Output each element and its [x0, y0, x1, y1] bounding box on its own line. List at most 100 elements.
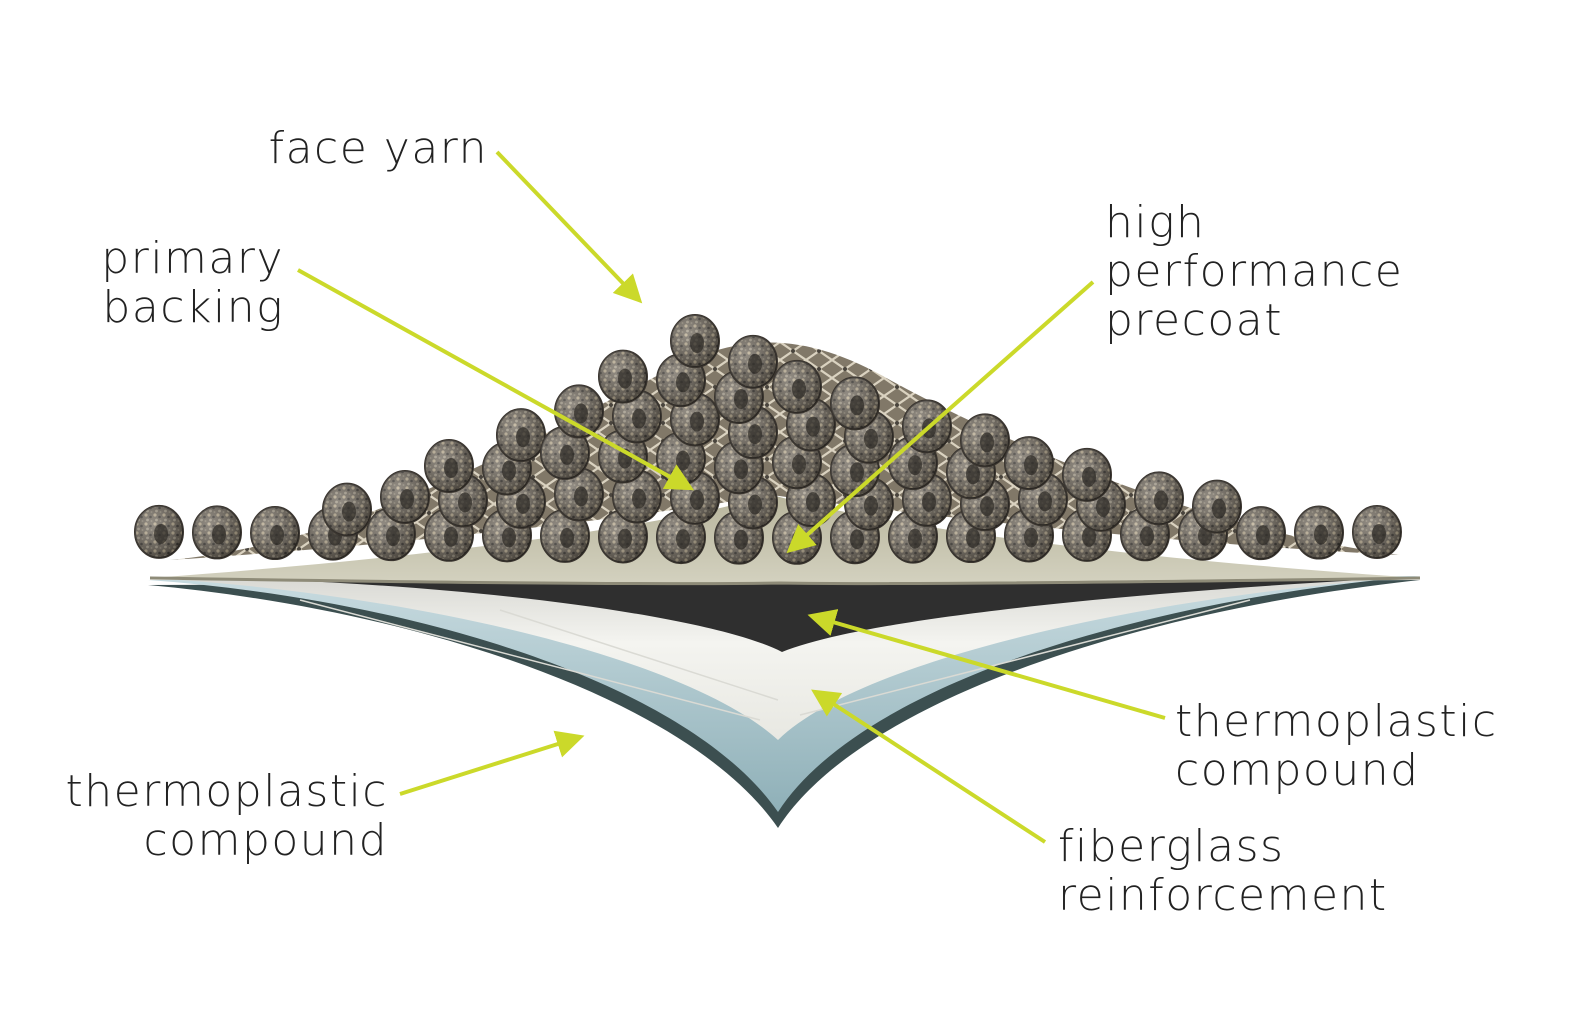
label-fiberglass-line-1: fiberglass [1058, 821, 1285, 872]
face-yarn-loops [134, 314, 1402, 565]
yarn-loop [366, 469, 430, 562]
yarn-twist-gap [980, 432, 994, 453]
yarn-twist-gap [676, 450, 690, 471]
yarn-twist-gap [966, 464, 980, 485]
yarn-twist-gap [734, 529, 748, 550]
yarn-twist-gap [386, 526, 400, 547]
yarn-twist-gap [270, 525, 284, 546]
yarn-twist-gap [444, 458, 458, 479]
label-thermo-right-line-2: compound [1175, 745, 1420, 796]
label-thermoplastic-compound-left: thermoplastic compound [20, 767, 388, 865]
yarn-twist-gap [1024, 527, 1038, 548]
yarn-loop [1120, 471, 1184, 562]
thermoplastic-right-arrow [807, 609, 1166, 720]
label-face-yarn-line-1: face yarn [268, 123, 488, 174]
label-thermo-left-line-2: compound [143, 815, 388, 866]
label-precoat-line-3: precoat [1105, 295, 1283, 346]
yarn-twist-gap [806, 416, 820, 437]
yarn-twist-gap [748, 353, 762, 374]
yarn-twist-gap [676, 372, 690, 393]
yarn-twist-gap [1140, 526, 1154, 547]
yarn-loop [1294, 505, 1344, 560]
yarn-loop [192, 505, 242, 560]
yarn-twist-gap [516, 493, 530, 514]
fiberglass-arrow [811, 689, 1047, 844]
yarn-twist-gap [458, 492, 472, 513]
yarn-twist-gap [922, 491, 936, 512]
yarn-loop [540, 384, 604, 563]
yarn-twist-gap [850, 529, 864, 550]
yarn-twist-gap [618, 528, 632, 549]
yarn-twist-gap [690, 333, 704, 354]
label-fiberglass-reinforcement: fiberglass reinforcement [1058, 822, 1438, 920]
yarn-twist-gap [1096, 496, 1110, 517]
thermoplastic-left-arrow [399, 730, 585, 796]
yarn-twist-gap [444, 526, 458, 547]
yarn-loop [772, 359, 836, 565]
yarn-loop [1236, 506, 1286, 561]
label-primary-backing-line-2: backing [102, 282, 284, 333]
yarn-twist-gap [734, 388, 748, 409]
yarn-twist-gap [966, 528, 980, 549]
yarn-twist-gap [632, 408, 646, 429]
yarn-loop [946, 413, 1010, 564]
precoat-arrow [786, 280, 1095, 554]
yarn-twist-gap [1372, 523, 1386, 544]
label-high-performance-precoat: high performance precoat [1105, 198, 1445, 345]
yarn-loop [598, 349, 662, 564]
label-primary-backing: primary backing [60, 234, 284, 332]
yarn-twist-gap [980, 496, 994, 517]
yarn-twist-gap [792, 454, 806, 475]
yarn-twist-gap [516, 427, 530, 448]
yarn-loop [134, 504, 184, 559]
yarn-twist-gap [574, 403, 588, 424]
yarn-twist-gap [806, 492, 820, 513]
yarn-twist-gap [1024, 455, 1038, 476]
yarn-loop [714, 334, 778, 565]
yarn-twist-gap [748, 424, 762, 445]
yarn-twist-gap [342, 501, 356, 522]
yarn-loop [308, 482, 372, 561]
yarn-twist-gap [1038, 491, 1052, 512]
yarn-twist-gap [400, 488, 414, 509]
yarn-twist-gap [212, 524, 226, 545]
yarn-twist-gap [792, 378, 806, 399]
yarn-twist-gap [1154, 490, 1168, 511]
yarn-twist-gap [502, 527, 516, 548]
label-precoat-line-2: performance [1105, 246, 1404, 297]
yarn-twist-gap [1256, 525, 1270, 546]
yarn-twist-gap [574, 486, 588, 507]
label-fiberglass-line-2: reinforcement [1058, 870, 1388, 921]
yarn-twist-gap [850, 395, 864, 416]
label-thermoplastic-compound-right: thermoplastic compound [1175, 697, 1555, 795]
yarn-twist-gap [1212, 498, 1226, 519]
yarn-twist-gap [864, 495, 878, 516]
yarn-loop [1004, 436, 1068, 563]
yarn-twist-gap [676, 529, 690, 550]
yarn-loop [1178, 479, 1242, 561]
label-face-yarn: face yarn [240, 124, 488, 173]
yarn-twist-gap [1082, 526, 1096, 547]
yarn-twist-gap [864, 428, 878, 449]
yarn-twist-gap [908, 528, 922, 549]
yarn-twist-gap [618, 368, 632, 389]
label-primary-backing-line-1: primary [101, 233, 284, 284]
yarn-loop [424, 439, 488, 562]
leader-arrows [297, 150, 1166, 844]
yarn-loop [1352, 504, 1402, 559]
yarn-twist-gap [154, 523, 168, 544]
yarn-twist-gap [690, 411, 704, 432]
yarn-loop [482, 408, 546, 563]
primary-backing-arrow [297, 268, 695, 491]
yarn-twist-gap [502, 460, 516, 481]
yarn-twist-gap [690, 489, 704, 510]
fiberglass-reinforcement-layer [180, 578, 1400, 740]
yarn-loop [1062, 447, 1126, 562]
face-yarn-arrow [495, 150, 643, 304]
yarn-twist-gap [850, 462, 864, 483]
yarn-twist-gap [748, 494, 762, 515]
yarn-twist-gap [632, 488, 646, 509]
yarn-twist-gap [560, 527, 574, 548]
yarn-twist-gap [908, 455, 922, 476]
